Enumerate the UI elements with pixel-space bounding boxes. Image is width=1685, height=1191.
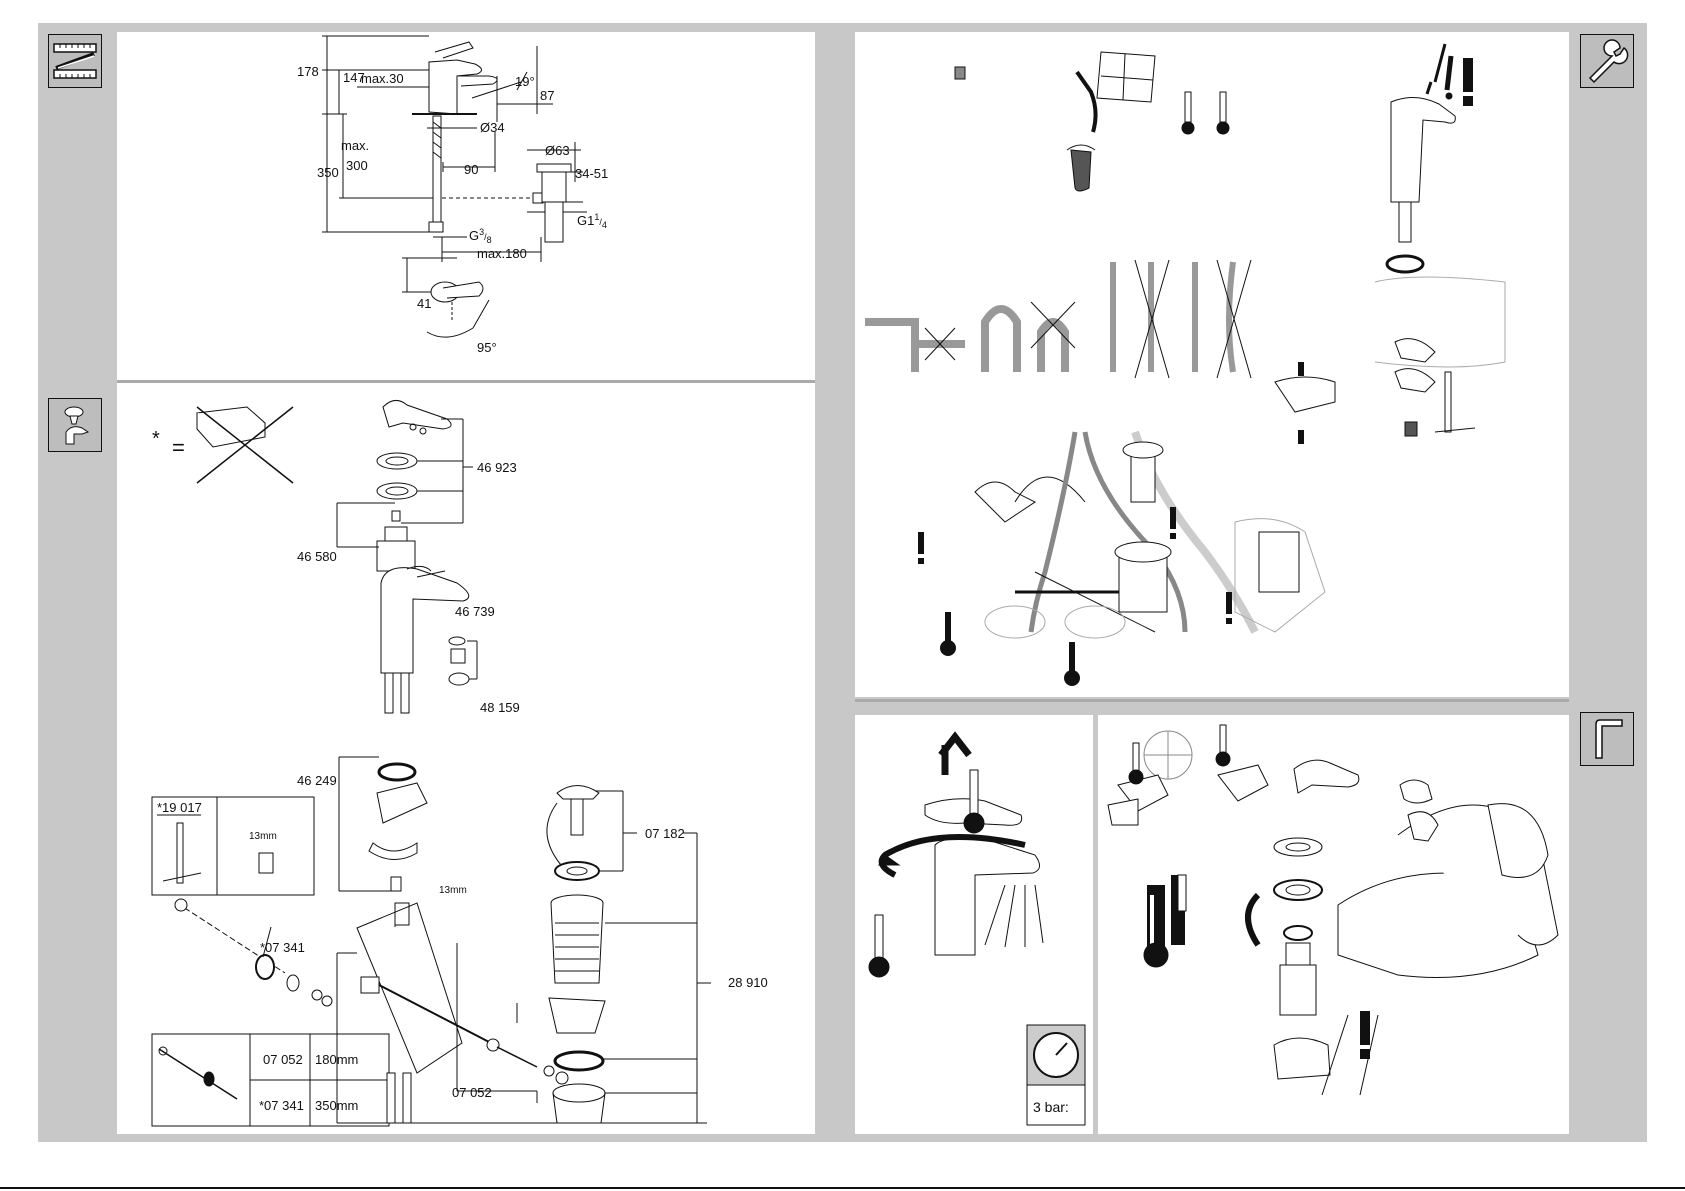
faucet-icon	[48, 398, 102, 452]
star-note-symbol: *	[152, 428, 160, 450]
right-panel-divider	[855, 699, 1569, 702]
dim-d34: Ø34	[480, 120, 505, 135]
dimension-drawing: 178 147 max.30 19° 87 Ø34 max. 300 350 9…	[117, 32, 815, 377]
page-bottom-rule	[0, 1187, 1685, 1189]
table-row-1-code: 07 052	[263, 1052, 303, 1067]
nut-13mm: 13mm	[439, 885, 467, 896]
dim-g114: G11/4	[577, 212, 607, 230]
part-46739: 46 739	[455, 604, 495, 619]
part-28910: 28 910	[728, 975, 768, 990]
dim-d63: Ø63	[545, 143, 570, 158]
dim-34-51: 34-51	[575, 166, 608, 181]
dim-350: 350	[317, 165, 339, 180]
pressure-label: 3 bar:	[1033, 1099, 1069, 1115]
ruler-icon	[48, 34, 102, 88]
maintenance-drawing	[1098, 715, 1569, 1134]
part-07341: *07 341	[260, 940, 305, 955]
star-note-equals: =	[172, 435, 185, 460]
dim-95-degrees: 95°	[477, 340, 497, 355]
dim-41: 41	[417, 296, 431, 311]
operation-drawing: 3 bar:	[855, 715, 1093, 1134]
dim-90: 90	[464, 162, 478, 177]
dim-300: 300	[346, 158, 368, 173]
dim-178: 178	[297, 64, 319, 79]
part-48159: 48 159	[480, 700, 520, 715]
dim-g38: G3/8	[469, 227, 492, 245]
tool-19017: *19 017	[157, 800, 202, 815]
dim-87: 87	[540, 88, 554, 103]
part-07182: 07 182	[645, 826, 685, 841]
installation-drawing	[855, 32, 1569, 697]
wrench-icon	[1580, 34, 1634, 88]
hex-key-icon	[1580, 712, 1634, 766]
dim-max30: max.30	[361, 71, 404, 86]
table-row-1-length: 180mm	[315, 1052, 358, 1067]
table-row-2-length: 350mm	[315, 1098, 358, 1113]
dim-max180: max.180	[477, 246, 527, 261]
part-46249: 46 249	[297, 773, 337, 788]
dim-max: max.	[341, 138, 369, 153]
part-07052: 07 052	[452, 1085, 492, 1100]
table-row-2-code: *07 341	[259, 1098, 304, 1113]
part-46923: 46 923	[477, 460, 517, 475]
dim-19-degrees: 19°	[515, 74, 535, 89]
spare-parts-drawing: * = 46 923 46 580 46 739 48 159 46 249 *…	[117, 383, 815, 1134]
tool-13mm: 13mm	[249, 831, 277, 842]
part-46580: 46 580	[297, 549, 337, 564]
